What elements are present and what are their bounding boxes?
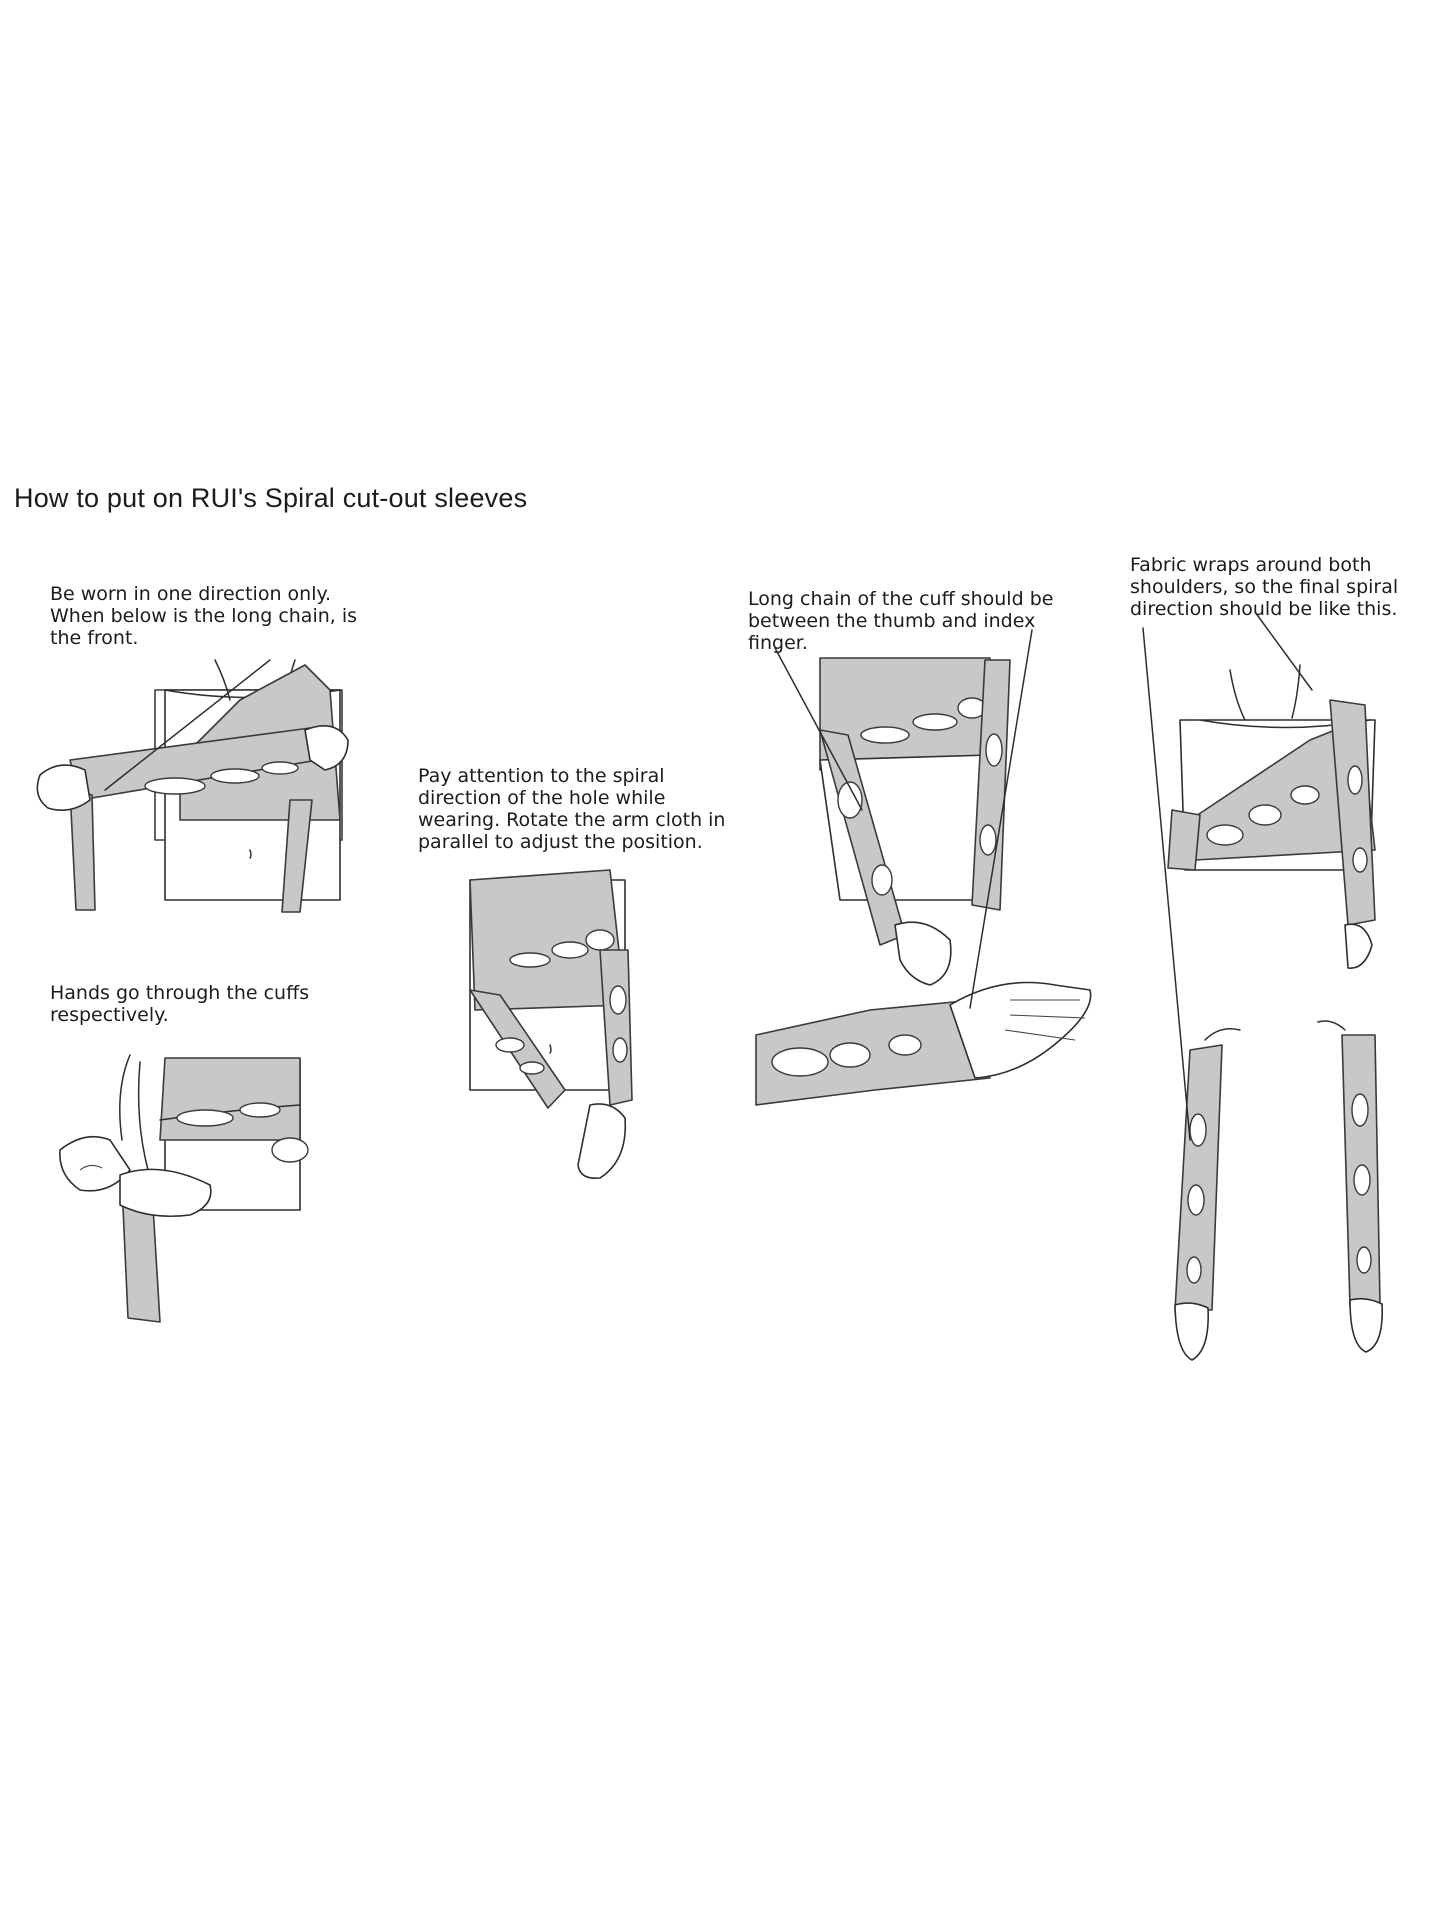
step-2-illustration bbox=[59, 1054, 309, 1323]
step-1-caption: Be worn in one direction only. When belo… bbox=[50, 583, 358, 649]
step-2-caption: Hands go through the cuffs respectively. bbox=[50, 982, 310, 1026]
step-4-caption: Long chain of the cuff should be between… bbox=[748, 588, 1054, 654]
page-title: How to put on RUI's Spiral cut-out sleev… bbox=[14, 483, 528, 513]
step-3-caption: Pay attention to the spiral direction of… bbox=[418, 765, 726, 853]
step-4-illustration bbox=[755, 629, 1092, 1106]
step-3-illustration bbox=[469, 869, 633, 1180]
step-5-caption: Fabric wraps around both shoulders, so t… bbox=[1130, 554, 1399, 620]
step-1-illustration bbox=[36, 659, 349, 913]
step-5-illustration bbox=[1142, 611, 1383, 1361]
